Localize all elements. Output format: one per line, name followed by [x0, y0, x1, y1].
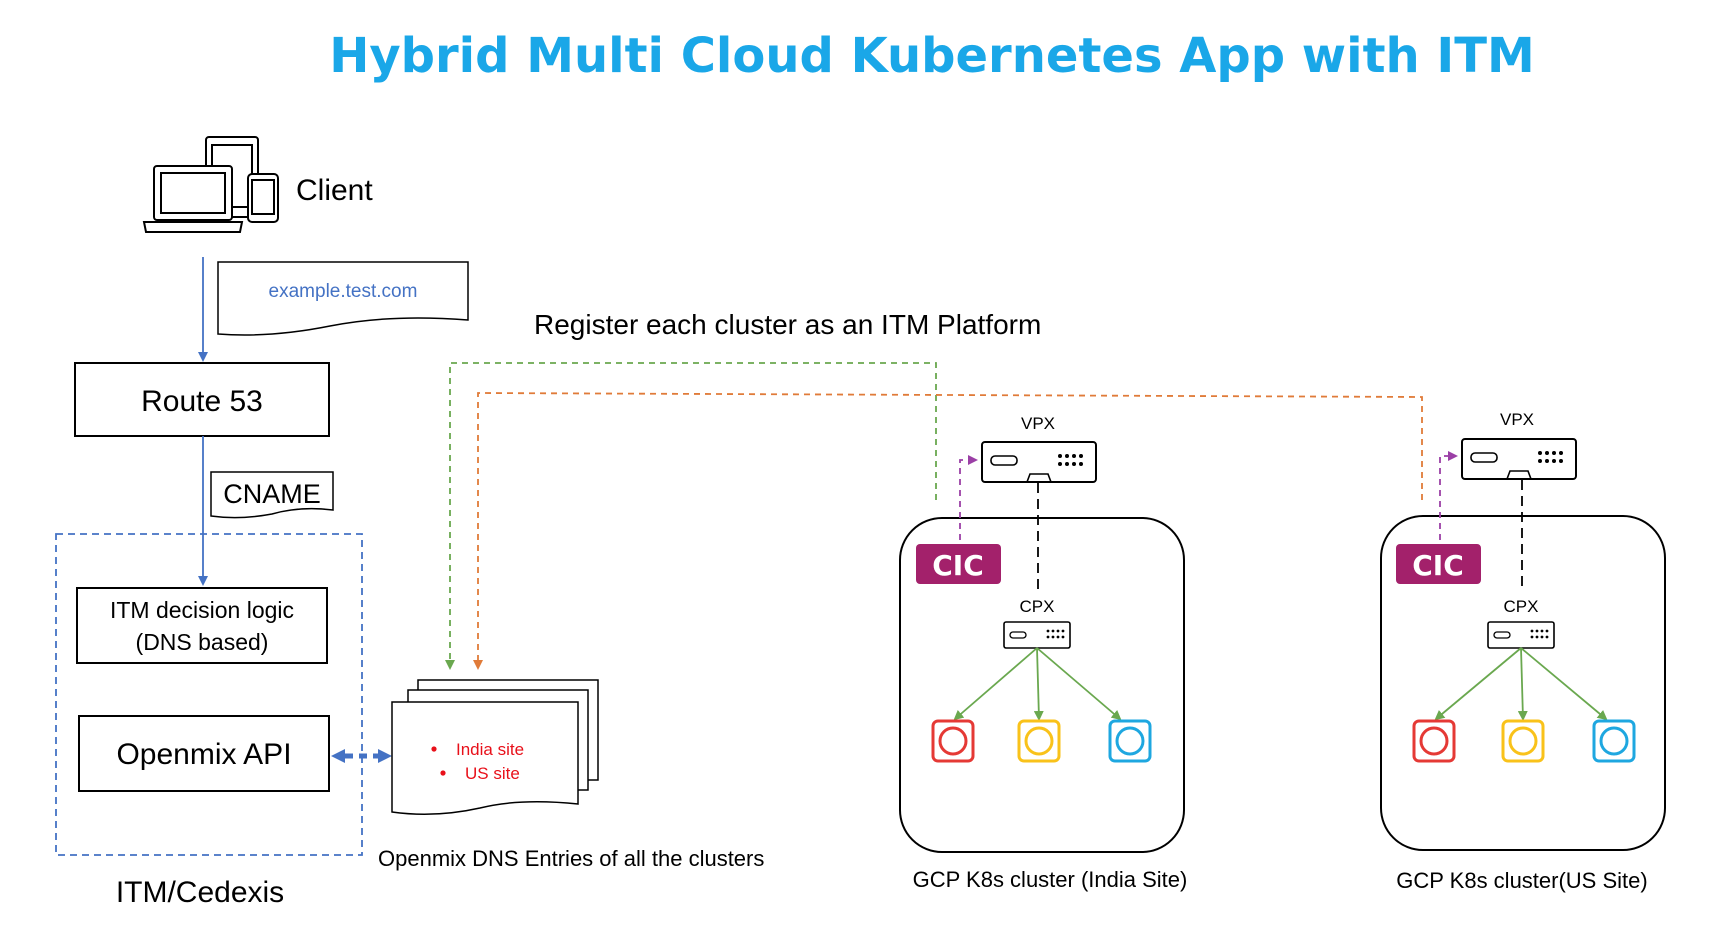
- cluster-caption: GCP K8s cluster(US Site): [1396, 868, 1647, 893]
- openmix-arrowhead-left: [331, 749, 345, 763]
- openmix-api-box: [78, 715, 330, 792]
- openmix-api-label: Openmix API: [116, 738, 291, 771]
- dns-entry-us: US site: [465, 764, 520, 783]
- devices-icon: [142, 136, 279, 233]
- cpx-label: CPX: [1504, 597, 1539, 616]
- dns-bullet-us: [440, 770, 446, 776]
- page-title: Hybrid Multi Cloud Kubernetes App with I…: [329, 28, 1535, 84]
- cpx-appliance-icon: [1487, 621, 1555, 649]
- cic-to-vpx-line: [959, 455, 978, 540]
- cic-label: CIC: [932, 549, 984, 582]
- cpx-label: CPX: [1020, 597, 1055, 616]
- cic-badge: [1396, 544, 1481, 584]
- itm-decision-box: [76, 587, 328, 664]
- dns-bullet-india: [431, 746, 437, 752]
- itm-decision-line1: ITM decision logic: [110, 597, 294, 623]
- cpx-to-pod-red: [953, 647, 1038, 721]
- dns-entry-india: India site: [456, 740, 524, 759]
- cname-label: CNAME: [223, 479, 321, 509]
- cpx-to-pod-blue: [1036, 647, 1122, 721]
- route53-label: Route 53: [141, 385, 263, 418]
- cpx-to-pod-blue: [1520, 647, 1608, 721]
- vpx-label: VPX: [1500, 410, 1534, 429]
- cluster-india: VPX CIC CPX: [899, 414, 1188, 892]
- itm-cedexis-group: [55, 533, 363, 856]
- request-document: [217, 261, 469, 336]
- route53-box: [74, 362, 330, 437]
- us-register-line: [473, 392, 1423, 670]
- dns-entries-caption: Openmix DNS Entries of all the clusters: [378, 846, 764, 871]
- itm-cedexis-label: ITM/Cedexis: [116, 876, 284, 909]
- register-label: Register each cluster as an ITM Platform: [534, 309, 1041, 340]
- dns-entries-stack: [391, 679, 599, 815]
- pod-icon: [931, 719, 975, 763]
- cname-document: [210, 471, 334, 519]
- cpx-to-pod-red: [1434, 647, 1522, 721]
- cic-label: CIC: [1412, 549, 1464, 582]
- pod-icon: [1501, 719, 1545, 763]
- vpx-label: VPX: [1021, 414, 1055, 433]
- cic-to-vpx-line: [1439, 451, 1458, 540]
- itm-decision-line2: (DNS based): [136, 629, 269, 655]
- pod-icon: [1592, 719, 1636, 763]
- cluster-caption: GCP K8s cluster (India Site): [913, 867, 1188, 892]
- cpx-to-pod-yellow: [1033, 647, 1044, 721]
- cpx-to-pod-yellow: [1517, 647, 1528, 721]
- request-domain: example.test.com: [269, 281, 418, 302]
- vpx-appliance-icon: [1461, 438, 1577, 480]
- cluster-us: VPX CIC CPX: [1380, 410, 1666, 893]
- cic-badge: [916, 544, 1001, 584]
- pod-icon: [1017, 719, 1061, 763]
- client-label: Client: [296, 174, 373, 207]
- openmix-arrowhead-right: [378, 749, 392, 763]
- pod-icon: [1108, 719, 1152, 763]
- pod-icon: [1412, 719, 1456, 763]
- india-register-line: [445, 362, 937, 670]
- vpx-appliance-icon: [981, 441, 1097, 483]
- cpx-appliance-icon: [1003, 621, 1071, 649]
